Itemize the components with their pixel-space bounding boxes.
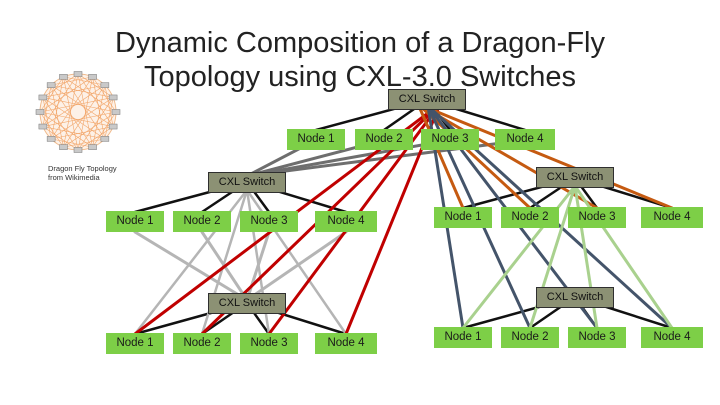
right-lower-node-1: Node 1 (434, 327, 492, 348)
logo-group (88, 74, 97, 80)
right-lower-node-2: Node 2 (501, 327, 559, 348)
logo-group (59, 74, 68, 80)
logo-link (77, 73, 114, 98)
logo-link (51, 138, 93, 148)
right-upper-cxl-switch: CXL Switch (536, 167, 614, 188)
logo-link (77, 126, 114, 151)
left-upper-node-2: Node 2 (173, 211, 231, 232)
logo-link (77, 97, 114, 151)
logo-link (63, 76, 79, 151)
right-lower-cxl-switch: CXL Switch (536, 287, 614, 308)
right-upper-node-4: Node 4 (641, 207, 703, 228)
global-link (416, 102, 674, 210)
logo-link (39, 111, 114, 127)
logo-group (59, 144, 68, 150)
logo-link (92, 76, 117, 113)
logo-group (73, 71, 83, 77)
right-lower-node-4: Node 4 (641, 327, 703, 348)
global-link (416, 102, 465, 210)
left-upper-cxl-switch: CXL Switch (208, 172, 286, 193)
title-line-2: Topology using CXL-3.0 Switches (143, 61, 576, 93)
logo-link (63, 73, 79, 148)
title-line-1: Dynamic Composition of a Dragon-Fly (115, 27, 605, 59)
logo-link (42, 84, 106, 127)
global-link (245, 138, 452, 178)
logo-link (39, 76, 64, 113)
logo-group (46, 82, 56, 88)
left-lower-cxl-switch: CXL Switch (208, 293, 286, 314)
logo-link (42, 85, 52, 127)
logo-link (63, 84, 106, 148)
logo-link (77, 76, 93, 151)
image-caption: Dragon Fly Topology from Wikimedia (48, 164, 117, 182)
right-upper-node-2: Node 2 (501, 207, 559, 228)
logo-link (42, 73, 79, 98)
logo-link (63, 76, 106, 140)
logo-link (92, 111, 117, 148)
top-node-1: Node 1 (287, 129, 345, 150)
logo-link (42, 97, 106, 140)
right-upper-node-1: Node 1 (434, 207, 492, 228)
logo-group (108, 123, 118, 130)
left-upper-node-3: Node 3 (240, 211, 298, 232)
logo-link (39, 111, 64, 148)
logo-group (100, 82, 110, 88)
logo-link (50, 84, 114, 127)
logo-link (92, 76, 106, 139)
logo-link (77, 73, 114, 127)
top-node-3: Node 3 (421, 129, 479, 150)
logo-group (73, 147, 83, 153)
left-upper-node-4: Node 4 (315, 211, 377, 232)
logo-link (63, 138, 105, 148)
right-lower-node-3: Node 3 (568, 327, 626, 348)
left-lower-node-3: Node 3 (240, 333, 298, 354)
logo-group (38, 94, 48, 101)
global-link (416, 102, 599, 210)
logo-group (88, 144, 97, 150)
logo-link (42, 97, 117, 113)
logo-group (35, 109, 45, 115)
top-cxl-switch: CXL Switch (388, 89, 466, 110)
slide-title: Dynamic Composition of a Dragon-Fly Topo… (40, 26, 680, 94)
logo-link (50, 76, 93, 140)
left-lower-node-1: Node 1 (106, 333, 164, 354)
global-link (245, 230, 348, 302)
logo-group (46, 136, 56, 142)
logo-link (104, 97, 114, 139)
logo-link (50, 84, 93, 148)
logo-group (111, 109, 121, 115)
logo-link (63, 76, 105, 86)
logo-link (42, 126, 79, 151)
logo-group (38, 123, 48, 130)
top-node-4: Node 4 (495, 129, 555, 150)
dragonfly-topology-image (35, 71, 121, 153)
logo-link (42, 97, 52, 139)
global-link (133, 230, 249, 302)
logo-group (100, 136, 110, 142)
right-upper-node-3: Node 3 (568, 207, 626, 228)
logo-group (108, 94, 118, 101)
logo-link (39, 97, 114, 113)
logo-link (50, 97, 114, 140)
left-upper-node-1: Node 1 (106, 211, 164, 232)
left-lower-node-2: Node 2 (173, 333, 231, 354)
top-node-2: Node 2 (355, 129, 413, 150)
logo-link (104, 85, 114, 127)
logo-link (51, 76, 93, 86)
logo-link (42, 111, 117, 127)
logo-link (92, 85, 106, 148)
left-lower-node-4: Node 4 (315, 333, 377, 354)
logo-link (77, 73, 93, 148)
